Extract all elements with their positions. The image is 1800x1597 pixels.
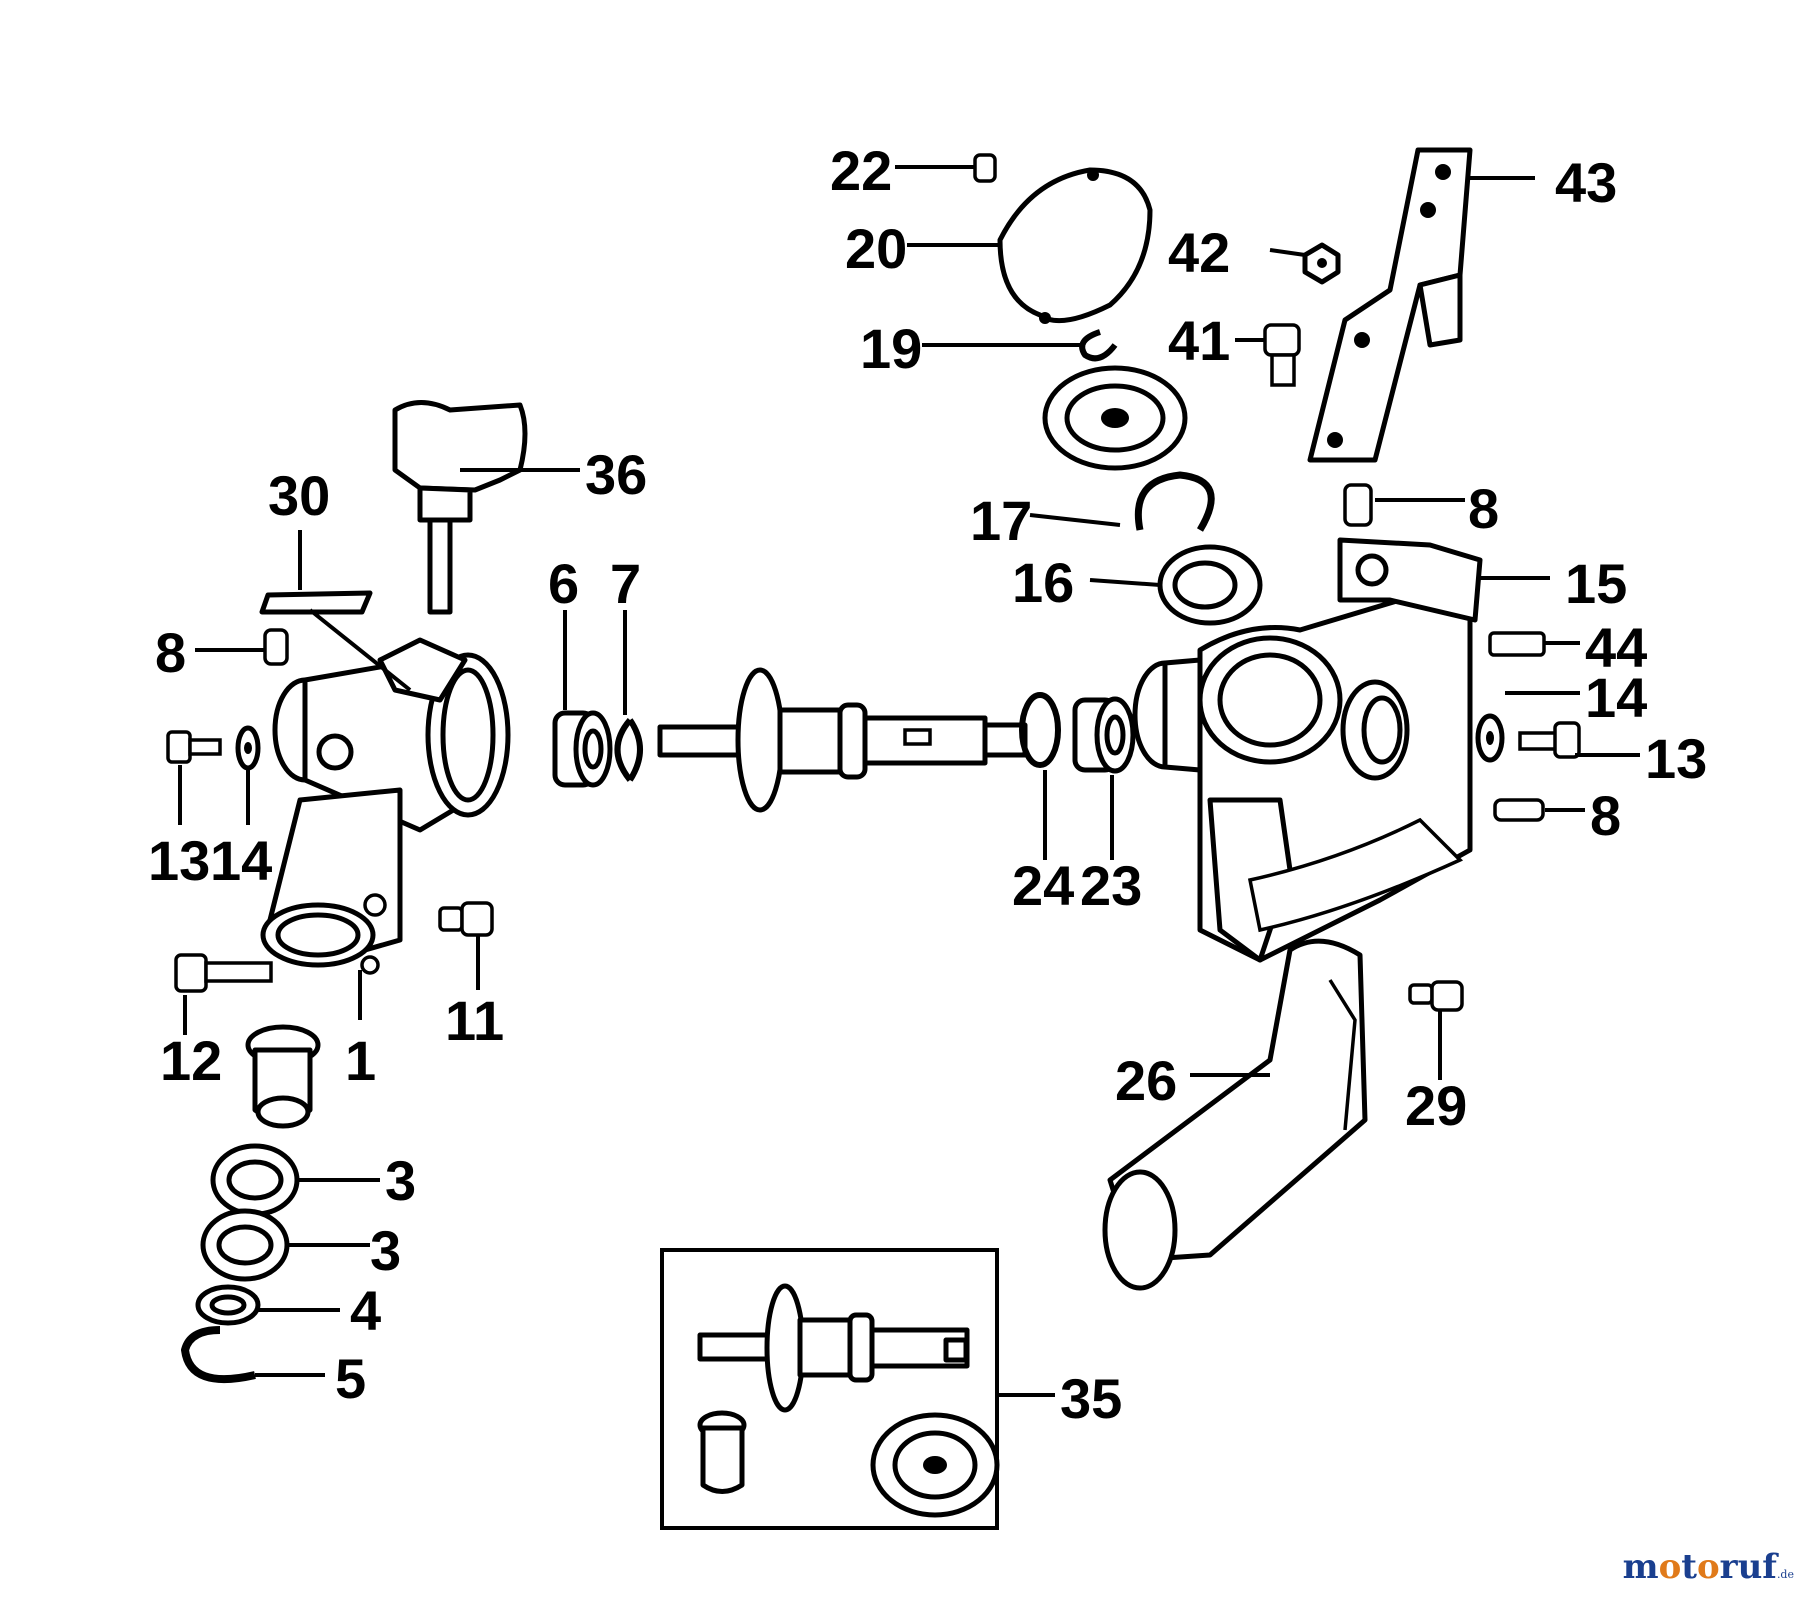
- bolt-11: [438, 901, 494, 937]
- bearing-16: [1157, 544, 1263, 626]
- guard-handle-26: [1102, 938, 1368, 1291]
- pressure-disc: [1042, 365, 1188, 471]
- callout-16: 16: [1012, 551, 1074, 614]
- pin-44: [1488, 631, 1546, 657]
- bolt-13-left: [166, 730, 222, 764]
- callout-8-left: 8: [155, 621, 186, 684]
- callout-19: 19: [860, 317, 922, 380]
- callout-11: 11: [445, 989, 504, 1052]
- callout-1: 1: [345, 1029, 376, 1092]
- callout-12: 12: [160, 1029, 222, 1092]
- bearing-3-lower: [200, 1208, 290, 1282]
- kit-35-box: [660, 1248, 1000, 1530]
- callout-8-right: 8: [1590, 784, 1621, 847]
- callout-44: 44: [1585, 616, 1647, 679]
- grease-nipple-right-lower: [1493, 798, 1545, 822]
- nut-42: [1302, 242, 1341, 285]
- bearing-3-upper: [210, 1143, 300, 1217]
- grease-nipple-left: [263, 628, 289, 666]
- callout-42: 42: [1168, 221, 1230, 284]
- callout-35: 35: [1060, 1367, 1122, 1430]
- callout-29: 29: [1405, 1074, 1467, 1137]
- watermark-logo: motoruf.de: [1623, 1547, 1794, 1587]
- cover-20: [997, 167, 1153, 324]
- callout-36: 36: [585, 443, 647, 506]
- washer-14-left: [235, 725, 261, 771]
- callout-43: 43: [1555, 151, 1617, 214]
- callout-20: 20: [845, 217, 907, 280]
- callout-14-right: 14: [1585, 666, 1647, 729]
- callout-5: 5: [335, 1347, 366, 1410]
- bolt-29: [1408, 980, 1464, 1012]
- bearing-6: [552, 710, 613, 788]
- watermark-rest: ruf: [1719, 1547, 1777, 1587]
- watermark-o2: o: [1696, 1547, 1720, 1587]
- callout-3-upper: 3: [385, 1149, 416, 1212]
- callout-15: 15: [1565, 552, 1627, 615]
- grease-nipple-right-top: [1343, 483, 1373, 527]
- washer-14-right: [1475, 713, 1505, 763]
- callout-22: 22: [830, 139, 892, 202]
- callout-41: 41: [1168, 309, 1230, 372]
- seal-4: [195, 1284, 261, 1326]
- watermark-o1: o: [1658, 1547, 1682, 1587]
- bushing: [245, 1024, 321, 1129]
- wing-knob: [392, 400, 528, 615]
- callout-7: 7: [610, 552, 641, 615]
- callout-13-right: 13: [1645, 727, 1707, 790]
- watermark-t: t: [1681, 1547, 1697, 1587]
- leader-lines: [178, 165, 1640, 1397]
- e-clip-19: [1079, 329, 1118, 362]
- callout-numbers: 22 20 19 42 41 43 36 30 17 16 8 15 44 14…: [148, 139, 1707, 1430]
- bolt-12: [174, 953, 273, 993]
- callout-17: 17: [970, 489, 1032, 552]
- warning-label: [259, 590, 373, 615]
- bolt-22: [973, 153, 997, 183]
- callout-8-top-right: 8: [1468, 477, 1499, 540]
- bearing-23: [1072, 696, 1136, 774]
- watermark-m: m: [1622, 1547, 1659, 1587]
- right-gearhead-housing: [1132, 537, 1483, 963]
- drive-shaft: [657, 667, 1028, 813]
- watermark-suffix: .de: [1776, 1568, 1794, 1581]
- callout-4: 4: [350, 1279, 381, 1342]
- callout-13-left: 13: [148, 829, 210, 892]
- bolt-13-right: [1518, 721, 1581, 759]
- circlip-5: [181, 1326, 256, 1384]
- bracket-43: [1307, 147, 1473, 463]
- bolt-41: [1263, 323, 1301, 387]
- circlip-7: [614, 718, 643, 782]
- circlip-24: [1019, 692, 1061, 768]
- callout-26: 26: [1115, 1049, 1177, 1112]
- callout-23: 23: [1080, 854, 1142, 917]
- circlip-17: [1134, 471, 1215, 532]
- callout-14-left: 14: [210, 829, 272, 892]
- callout-3-lower: 3: [370, 1219, 401, 1282]
- callout-6: 6: [548, 552, 579, 615]
- left-gearhead-housing: [260, 637, 511, 975]
- callout-30: 30: [268, 464, 330, 527]
- callout-24: 24: [1012, 854, 1074, 917]
